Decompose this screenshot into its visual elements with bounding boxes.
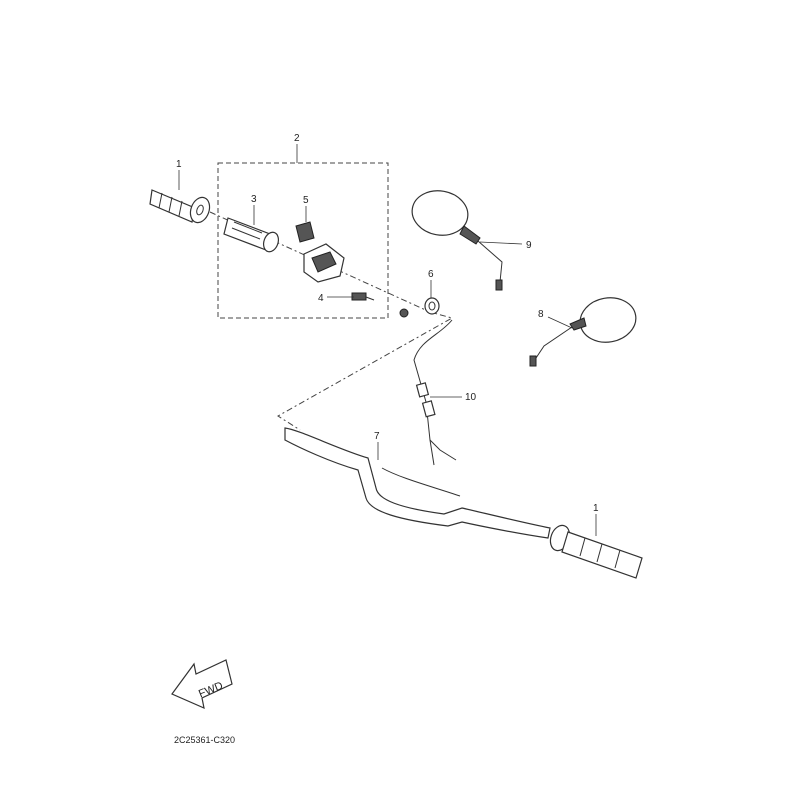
fitting-part-4	[351, 292, 375, 301]
handlebar	[284, 427, 551, 539]
callout-2: 2	[294, 133, 300, 144]
collar-part-6	[424, 297, 440, 315]
grip-left	[149, 189, 211, 224]
throttle-housing	[303, 243, 345, 283]
grip-right	[549, 524, 643, 579]
assembly-centerline	[209, 211, 454, 431]
fwd-arrow: FWD	[171, 659, 233, 710]
callout-1-left: 1	[176, 159, 182, 170]
callout-6: 6	[428, 269, 434, 280]
callout-4: 4	[318, 293, 324, 304]
cable-part-10	[413, 319, 457, 466]
callout-9: 9	[526, 240, 532, 251]
cable-nut	[399, 308, 409, 318]
assembly-box	[217, 162, 389, 319]
leader-lines	[178, 144, 597, 536]
diagram-code: 2C25361-C320	[174, 735, 235, 745]
mirror-upper	[411, 190, 503, 291]
callout-7: 7	[374, 431, 380, 442]
callout-8: 8	[538, 309, 544, 320]
throttle-pad	[295, 221, 315, 243]
mirror-lower	[529, 297, 637, 367]
callout-5: 5	[303, 195, 309, 206]
callout-3: 3	[251, 194, 257, 205]
callout-10: 10	[465, 392, 477, 403]
callout-1-right: 1	[593, 503, 599, 514]
throttle-sleeve	[223, 217, 280, 253]
